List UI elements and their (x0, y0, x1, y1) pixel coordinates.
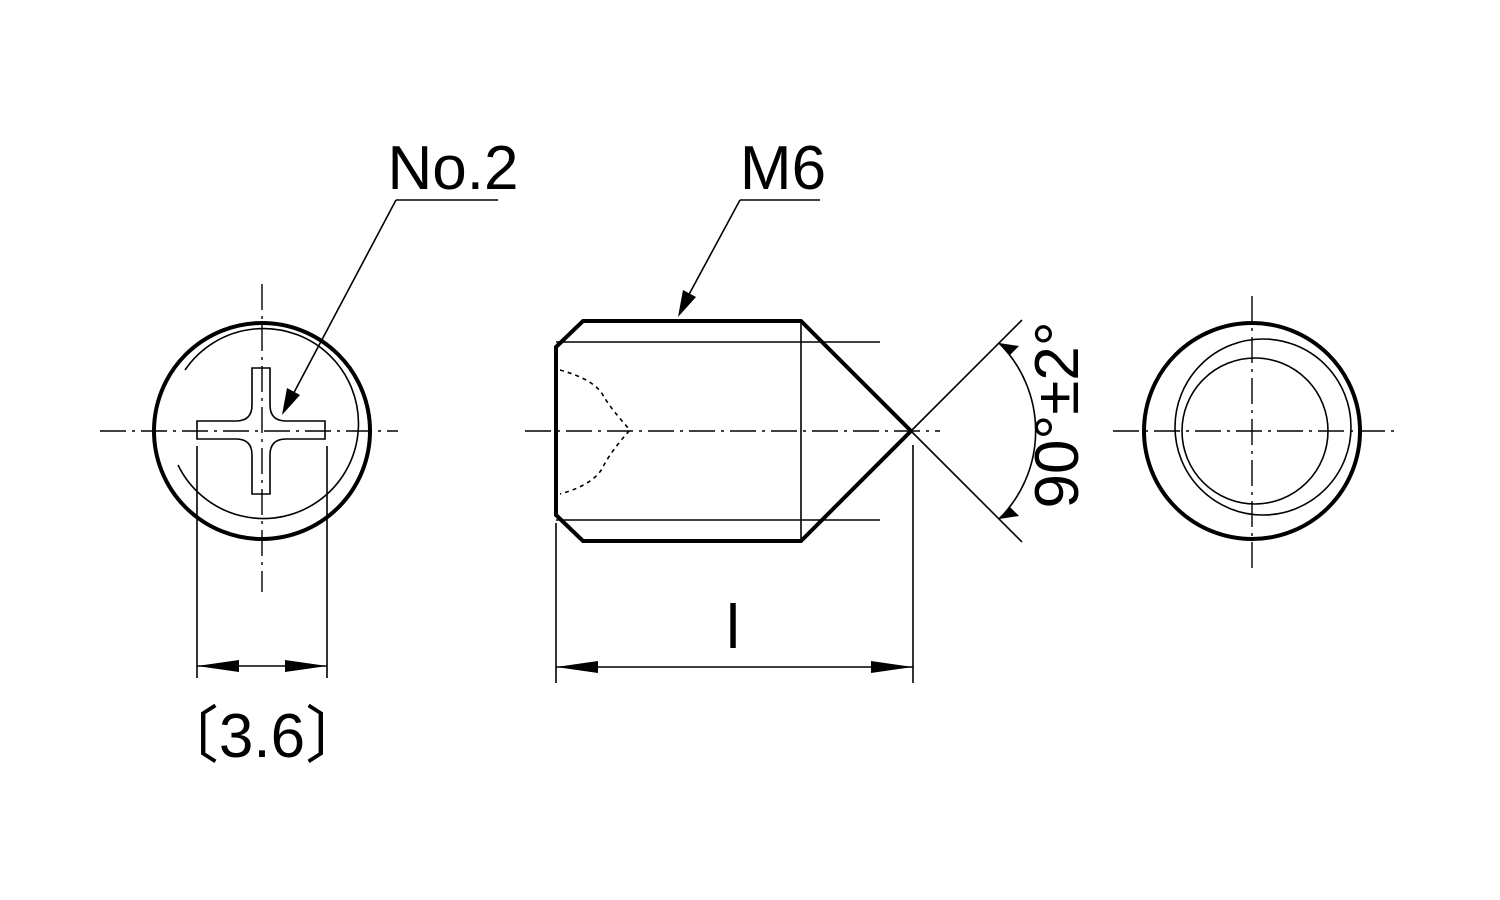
chamfer-arc-left (177, 327, 360, 520)
thread-size-label: M6 (740, 134, 826, 203)
cross-recess-outline (196, 367, 326, 495)
angle-extension-upper (910, 319, 1023, 432)
length-label: l (726, 593, 740, 662)
angle-arrowhead-upper (999, 343, 1019, 355)
arrowhead-length-right (871, 661, 913, 673)
drive-size-label: No.2 (388, 134, 519, 203)
side-view-cone-point: M6 l 90°±2° (525, 134, 1092, 683)
arrowhead-3-6-left (197, 660, 239, 672)
screw-body-outline (554, 319, 914, 543)
bracket-dimension-label: 〔3.6〕 (157, 702, 367, 771)
outer-circle-left (152, 321, 372, 541)
arrowhead-length-left (556, 661, 598, 673)
angle-label: 90°±2° (1023, 321, 1092, 508)
outer-circle-right (1142, 321, 1362, 541)
end-view-cone-point (1113, 296, 1400, 572)
leader-arrowhead-m6 (678, 290, 696, 317)
middle-circle-right (1174, 338, 1352, 516)
angle-extension-lower (910, 430, 1023, 543)
arrowhead-3-6-right (285, 660, 327, 672)
leader-line-m6 (685, 199, 741, 301)
angle-arrowhead-lower (999, 507, 1019, 519)
leader-arrowhead-no2 (282, 388, 300, 415)
angle-arc (998, 342, 1037, 520)
hidden-recess-outline (559, 369, 632, 495)
leader-line-no2 (289, 199, 397, 401)
inner-circle-right (1181, 357, 1329, 505)
end-view-cross-recess: 〔3.6〕 No.2 (100, 134, 518, 771)
